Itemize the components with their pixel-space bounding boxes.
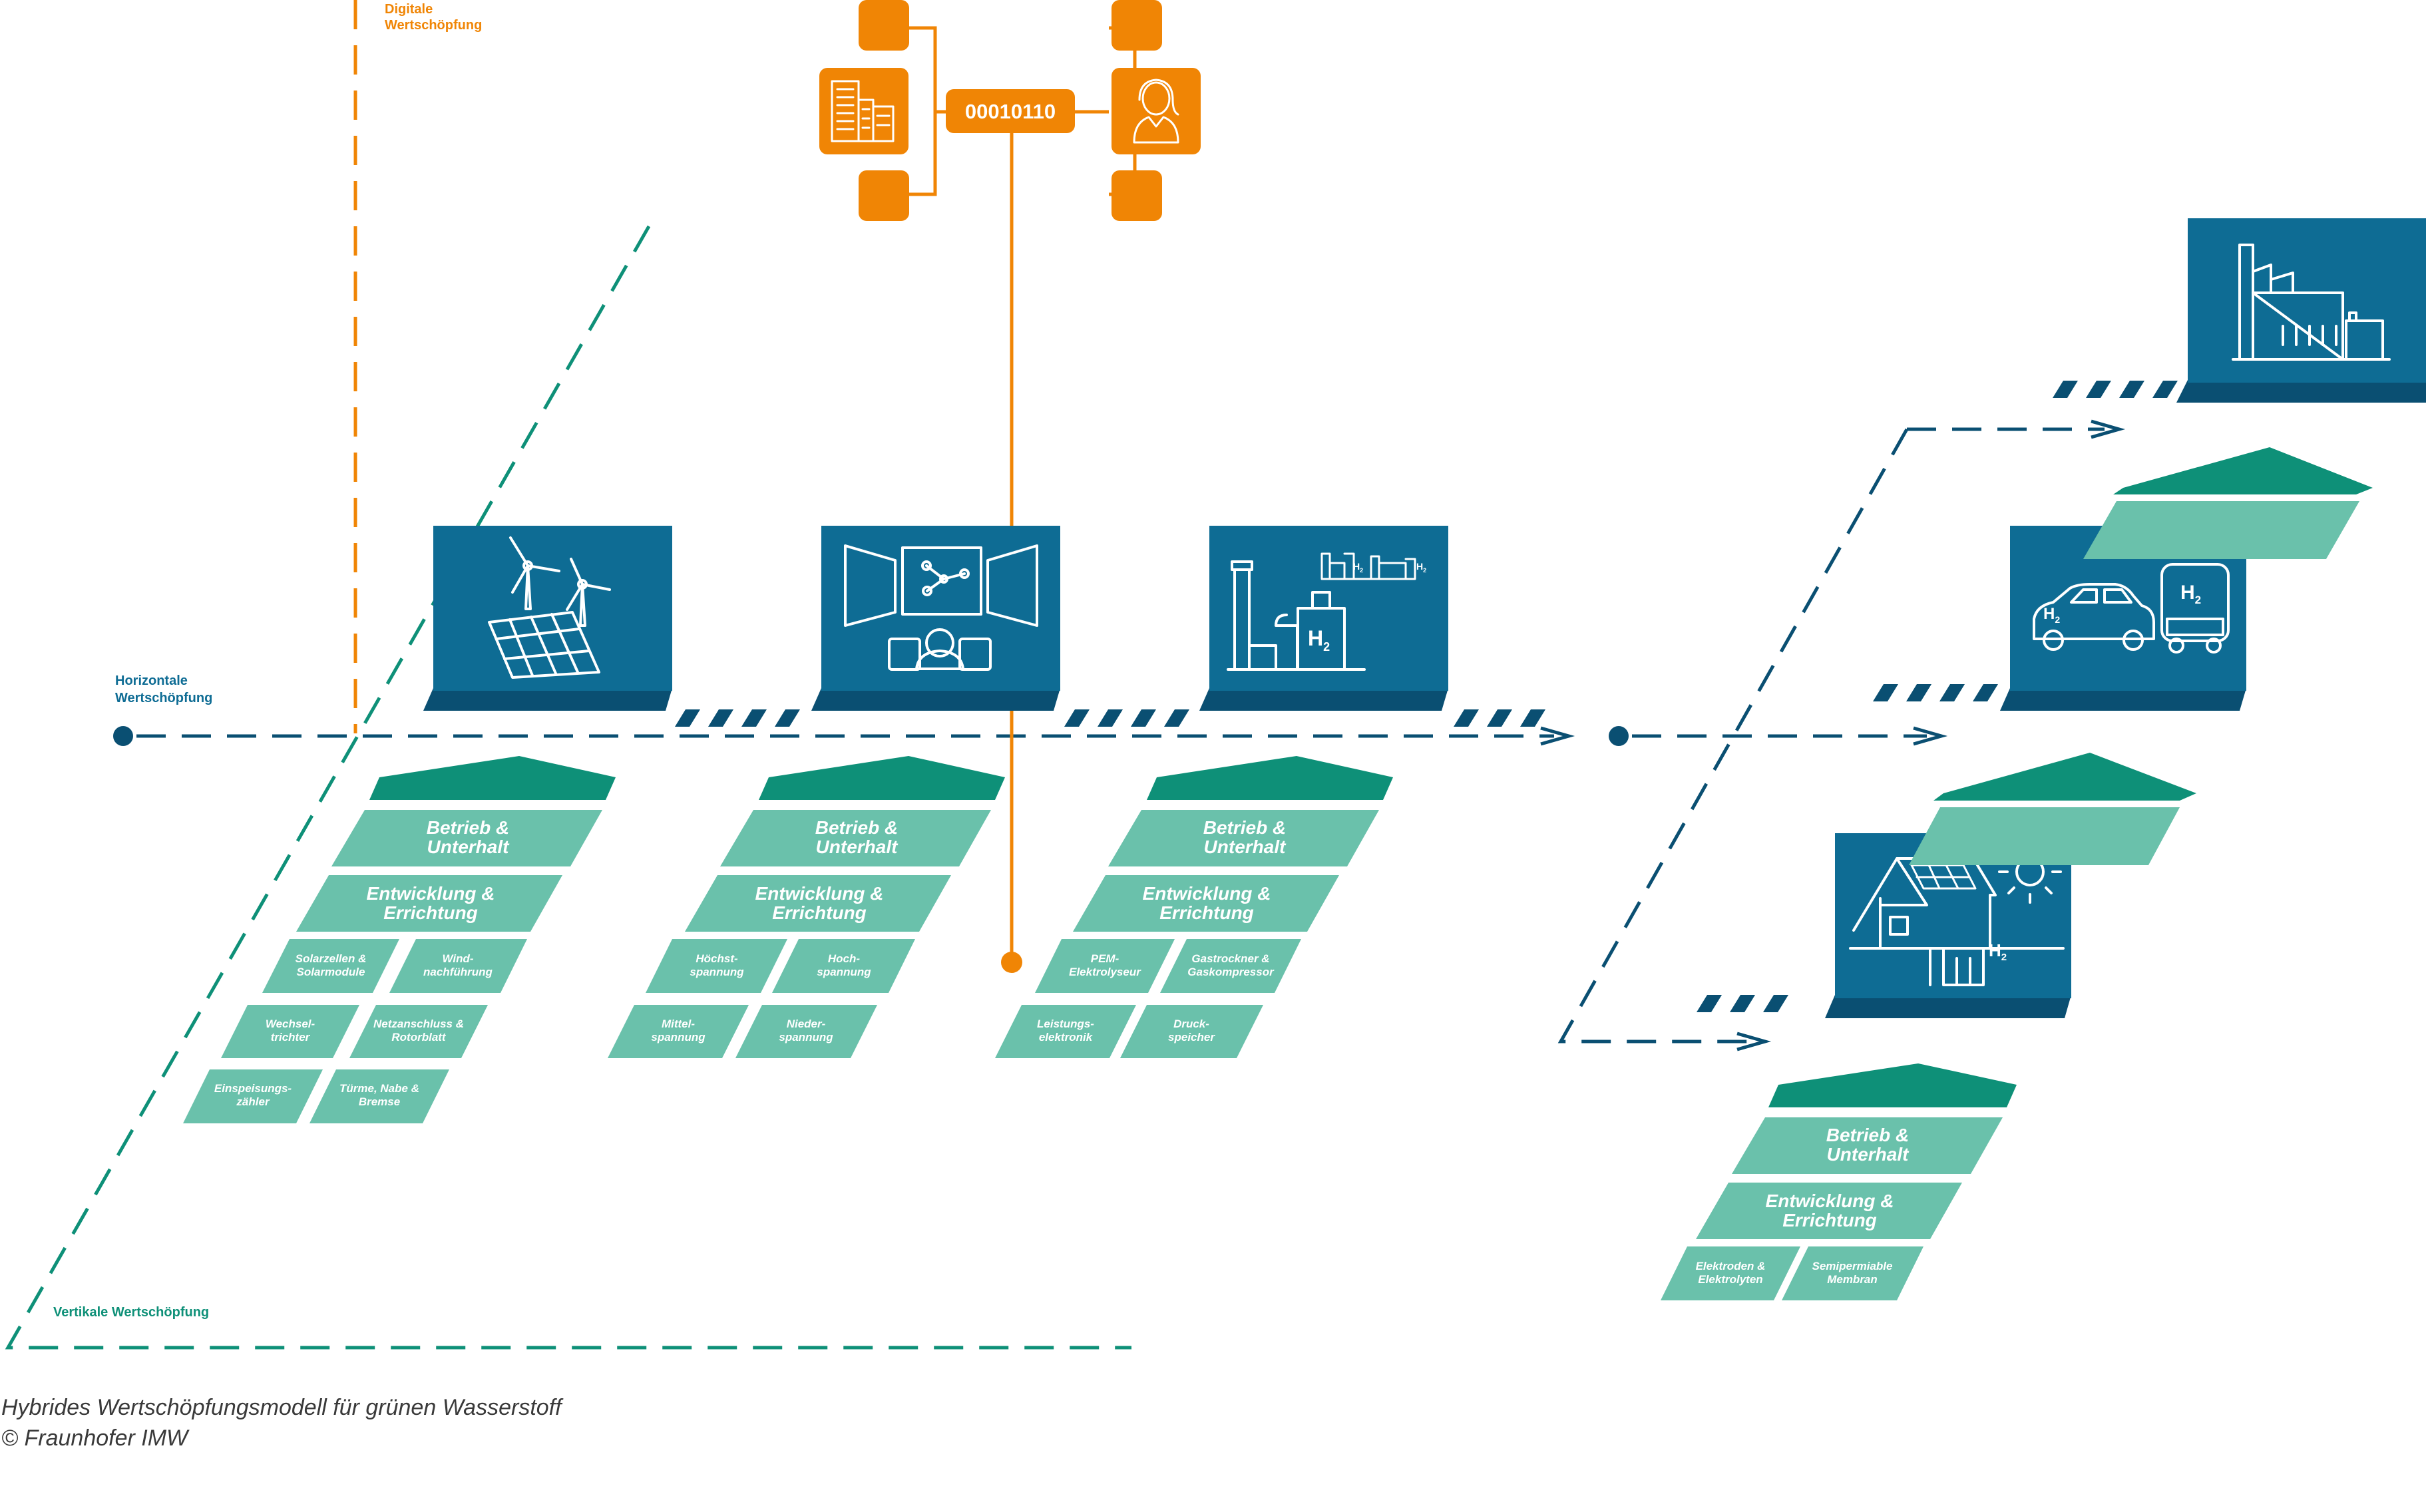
svg-text:Betrieb &Unterhalt: Betrieb &Unterhalt (815, 817, 899, 857)
component-tile (1661, 1246, 1800, 1300)
operation-tile (720, 810, 991, 866)
component-tile (1160, 939, 1301, 993)
vertical-axis-label: Vertikale Wertschöpfung (53, 1305, 209, 1320)
h2-symbol-large: H2 (1308, 626, 1330, 654)
svg-text:Entwicklung &Errichtung: Entwicklung &Errichtung (1766, 1191, 1894, 1230)
digital-node (859, 0, 909, 51)
svg-text:Betrieb &Unterhalt: Betrieb &Unterhalt (1203, 817, 1287, 857)
svg-text:Nieder-spannung: Nieder-spannung (779, 1018, 833, 1043)
component-tile (309, 1069, 449, 1123)
operation-tile (331, 810, 602, 866)
factory-icon (2232, 244, 2391, 361)
component-tile (1035, 939, 1175, 993)
stack-home: Betrieb &Unterhalt Entwicklung &Errichtu… (1661, 1063, 2017, 1300)
svg-text:Höchst-spannung: Höchst-spannung (690, 952, 744, 978)
figure-credit: © Fraunhofer IMW (1, 1425, 190, 1451)
digital-node (1112, 0, 1162, 51)
stack-roof (369, 756, 616, 800)
person-node (1112, 68, 1201, 154)
svg-text:Wind-nachführung: Wind-nachführung (423, 952, 493, 978)
digital-connector-dot (1001, 952, 1022, 973)
branch-arrow-mid (1913, 726, 1948, 746)
svg-text:Solarzellen &Solarmodule: Solarzellen &Solarmodule (296, 952, 367, 978)
component-tile (995, 1005, 1136, 1058)
svg-text:Druck-speicher: Druck-speicher (1168, 1018, 1215, 1043)
chain-dashes (675, 381, 2178, 1012)
hydrogen-vehicles-icon (2033, 563, 2230, 654)
component-tile (183, 1069, 323, 1123)
component-tile (221, 1005, 359, 1058)
horizontal-axis-arrow (1540, 726, 1575, 746)
svg-text:Entwicklung &Errichtung: Entwicklung &Errichtung (1143, 883, 1271, 923)
stack-roof (1147, 756, 1393, 800)
component-tile (262, 939, 399, 993)
component-tile (646, 939, 787, 993)
component-tile (1120, 1005, 1263, 1058)
wind-turbine-solar-panel-icon (488, 536, 611, 679)
svg-text:Gastrockner &Gaskompressor: Gastrockner &Gaskompressor (1187, 952, 1275, 978)
person-icon (1133, 79, 1179, 144)
svg-text:Entwicklung &Errichtung: Entwicklung &Errichtung (367, 883, 495, 923)
operation-tile (1732, 1117, 2003, 1174)
hydrogen-plant-icon (1227, 552, 1416, 671)
card-industry (2176, 218, 2426, 403)
card-grid-control (811, 526, 1060, 711)
development-tile (685, 875, 951, 932)
horizontal-axis-start-dot (113, 726, 133, 746)
svg-text:Betrieb &Unterhalt: Betrieb &Unterhalt (427, 817, 510, 857)
binary-code-text: 00010110 (965, 100, 1056, 123)
card-h2-production: H2 H2 H2 (1199, 526, 1448, 711)
svg-text:Türme, Nabe &Bremse: Türme, Nabe &Bremse (339, 1082, 419, 1108)
development-tile (1696, 1183, 1962, 1239)
svg-text:Wechsel-trichter: Wechsel-trichter (266, 1018, 315, 1043)
svg-text:PEM-Elektrolyseur: PEM-Elektrolyseur (1069, 952, 1141, 978)
office-buildings-icon (831, 80, 895, 142)
development-tile (296, 875, 562, 932)
svg-text:Elektroden &Elektrolyten: Elektroden &Elektrolyten (1696, 1260, 1766, 1286)
branch-diagonal (1557, 428, 1909, 1043)
figure-caption: Hybrides Wertschöpfungsmodell für grünen… (1, 1395, 564, 1420)
right-chevrons (1909, 447, 2373, 865)
svg-text:Mittel-spannung: Mittel-spannung (651, 1018, 706, 1043)
branch-arrow-low (1736, 1032, 1772, 1051)
component-tile (389, 939, 527, 993)
horizontal-axis-label: Horizontale Wertschöpfung (115, 673, 212, 705)
svg-text:Einspeisungs-zähler: Einspeisungs-zähler (214, 1082, 292, 1108)
stack-roof (1768, 1063, 2017, 1107)
svg-text:Betrieb &Unterhalt: Betrieb &Unterhalt (1826, 1125, 1910, 1165)
component-tile (1782, 1246, 1923, 1300)
svg-text:Hoch-spannung: Hoch-spannung (817, 952, 871, 978)
svg-text:Entwicklung &Errichtung: Entwicklung &Errichtung (755, 883, 884, 923)
component-tile (349, 1005, 488, 1058)
digital-node (1112, 170, 1162, 221)
branch-start-dot (1609, 726, 1629, 746)
component-tile (608, 1005, 749, 1058)
binary-code-node (946, 89, 1075, 133)
stack-wind: Betrieb &Unterhalt Entwicklung &Errichtu… (183, 756, 616, 1123)
stack-h2: Betrieb &Unterhalt Entwicklung &Errichtu… (995, 756, 1393, 1058)
svg-text:Leistungs-elektronik: Leistungs-elektronik (1037, 1018, 1094, 1043)
branch-arrow-top (2091, 419, 2126, 439)
digital-axis-label: Digitale Wertschöpfung (385, 2, 482, 33)
component-tile (772, 939, 915, 993)
stack-roof (759, 756, 1005, 800)
control-room-network-icon (844, 544, 1038, 671)
component-tile (735, 1005, 877, 1058)
card-wind-solar (423, 526, 672, 711)
digital-node (859, 170, 909, 221)
operation-tile (1108, 810, 1379, 866)
svg-text:Netzanschluss &Rotorblatt: Netzanschluss &Rotorblatt (373, 1018, 464, 1043)
stack-grid: Betrieb &Unterhalt Entwicklung &Errichtu… (608, 756, 1005, 1058)
development-tile (1073, 875, 1339, 932)
